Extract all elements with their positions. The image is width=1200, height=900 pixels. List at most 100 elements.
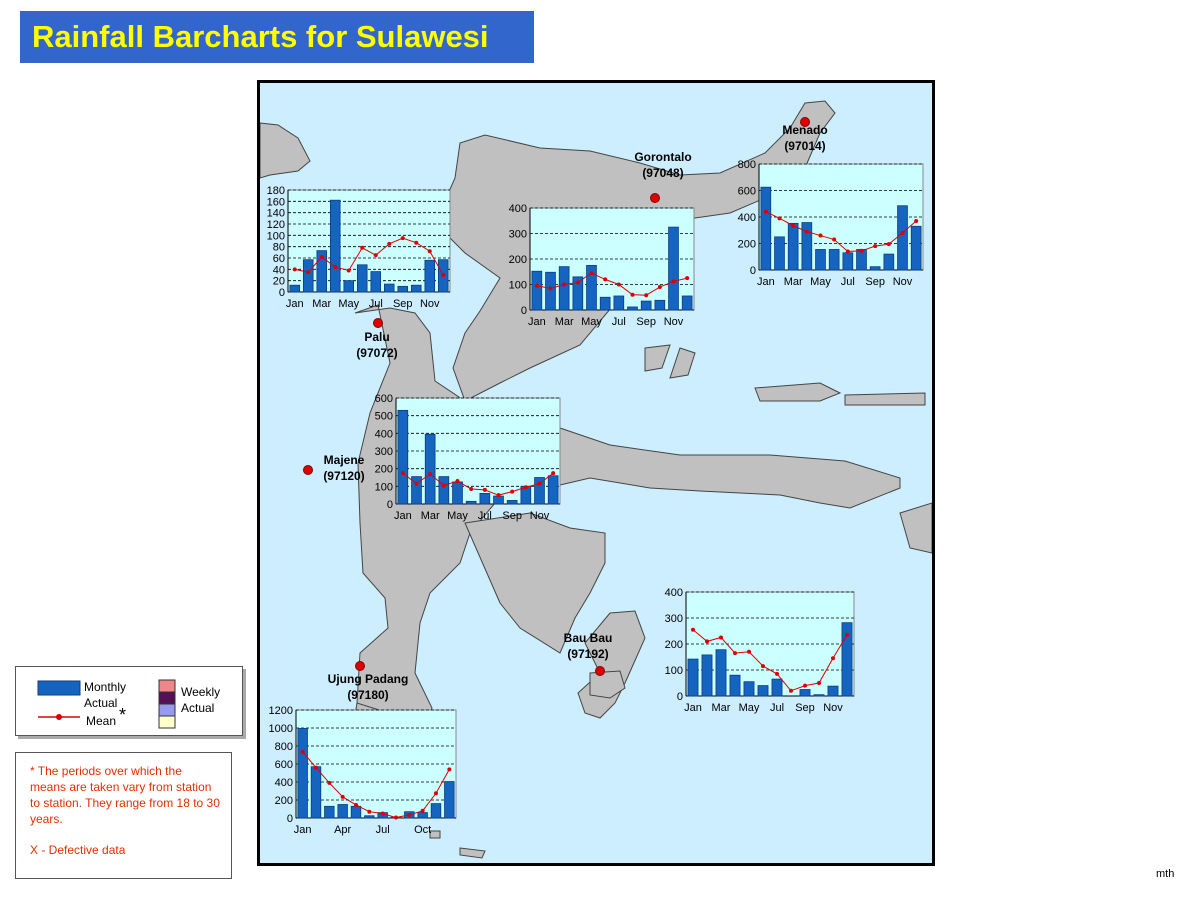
station-code-gorontalo: (97048) — [642, 166, 683, 180]
mean-point — [831, 656, 835, 661]
bar — [586, 264, 597, 311]
land-east-island — [899, 502, 932, 554]
y-tick-label: 0 — [677, 691, 683, 703]
x-tick-label: Oct — [414, 824, 431, 836]
bar — [364, 815, 375, 819]
station-markers — [303, 117, 810, 676]
mean-point — [428, 471, 433, 476]
mean-point — [719, 635, 723, 640]
mean-point — [575, 280, 580, 285]
mean-point — [394, 815, 398, 820]
x-tick-label: May — [447, 510, 468, 522]
mean-point — [414, 240, 419, 245]
mean-point — [319, 254, 324, 259]
x-tick-label: Sep — [636, 316, 656, 328]
bar — [397, 409, 409, 505]
mean-point — [537, 481, 542, 486]
mean-point — [354, 802, 358, 807]
legend: Monthly Actual Mean * Weekly Actual — [15, 666, 243, 736]
bar — [771, 678, 783, 697]
land-southeast-arm — [464, 512, 606, 654]
page-title: Rainfall Barcharts for Sulawesi — [20, 11, 534, 63]
mean-point — [420, 808, 425, 813]
station-labels: Menado (97014) Gorontalo (97048) Palu (9… — [323, 123, 827, 702]
bar — [534, 477, 545, 505]
mean-point — [763, 209, 768, 214]
x-tick-label: Mar — [312, 298, 331, 310]
x-tick-label: Jan — [757, 276, 775, 288]
x-tick-label: Jul — [376, 824, 390, 836]
y-tick-label: 140 — [267, 208, 285, 220]
mean-point — [775, 671, 779, 676]
station-marker-palu — [373, 318, 383, 328]
x-tick-label: Jul — [770, 702, 784, 714]
bar — [815, 249, 826, 271]
x-tick-label: May — [581, 316, 602, 328]
land-northwest-island — [260, 122, 311, 179]
bar — [424, 433, 436, 505]
x-tick-label: Jan — [684, 702, 702, 714]
y-tick-label: 600 — [375, 394, 393, 405]
y-tick-label: 200 — [275, 795, 293, 807]
land-south-islets — [429, 830, 486, 859]
mean-point — [300, 749, 305, 754]
bar — [558, 266, 570, 311]
x-tick-label: Jul — [841, 276, 855, 288]
bar — [613, 295, 625, 311]
mean-point — [510, 489, 515, 494]
bar — [424, 259, 436, 293]
bar — [760, 186, 772, 271]
y-tick-label: 0 — [287, 813, 293, 825]
station-marker-menado — [800, 117, 810, 127]
mean-point — [832, 237, 837, 242]
bar — [757, 685, 769, 697]
bar — [397, 285, 409, 293]
y-tick-label: 800 — [275, 741, 293, 753]
legend-weekly-actual-label: Actual — [181, 701, 215, 715]
bar — [479, 493, 491, 505]
bar — [842, 252, 854, 271]
mean-point — [367, 809, 372, 814]
y-tick-label: 200 — [509, 254, 527, 266]
bar — [910, 225, 922, 271]
mean-point — [387, 241, 392, 246]
x-tick-label: Jan — [286, 298, 304, 310]
mean-point — [747, 649, 751, 654]
mean-point — [562, 282, 567, 287]
bar — [506, 500, 518, 505]
mean-line — [294, 237, 444, 276]
mean-point — [407, 812, 412, 817]
bar — [827, 685, 839, 697]
bar — [430, 803, 442, 819]
x-tick-label: Nov — [893, 276, 913, 288]
bar — [329, 199, 341, 293]
x-tick-label: May — [739, 702, 760, 714]
mean-point — [482, 487, 487, 492]
bar — [729, 674, 741, 697]
bar — [801, 222, 813, 271]
bar — [410, 284, 422, 293]
legend-mean-label: Mean — [86, 714, 117, 728]
mean-point — [340, 794, 345, 799]
legend-monthly-swatch — [37, 680, 81, 696]
bar — [310, 766, 322, 819]
mean-line — [765, 211, 917, 252]
y-tick-label: 160 — [267, 196, 285, 208]
station-code-majene: (97120) — [323, 469, 364, 483]
bar — [640, 300, 652, 311]
station-code-ujung-padang: (97180) — [347, 688, 388, 702]
bar — [599, 296, 611, 311]
y-tick-label: 400 — [275, 777, 293, 789]
mean-point — [469, 486, 474, 491]
x-tick-label: Jul — [612, 316, 626, 328]
bar — [465, 500, 477, 505]
bar — [356, 264, 368, 293]
y-tick-label: 0 — [387, 499, 393, 511]
bar — [547, 475, 559, 505]
y-tick-label: 1200 — [269, 706, 293, 717]
